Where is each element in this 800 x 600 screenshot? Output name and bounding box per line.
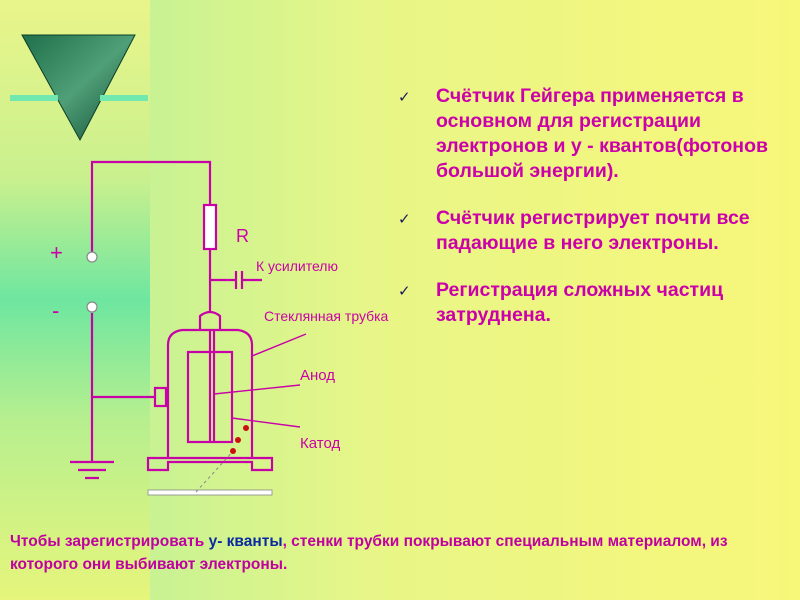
particle-trajectory: [195, 447, 237, 493]
checkmark-bullet-icon: ✓: [398, 210, 411, 228]
resistor: [202, 203, 218, 251]
terminal-minus: [86, 301, 98, 313]
checkmark-bullet-icon: ✓: [398, 88, 411, 106]
triangle-logo-icon: [21, 34, 136, 142]
tube-base: [146, 456, 274, 472]
background-main: [150, 0, 800, 600]
bullet-list: ✓ Счётчик Гейгера применяется в основном…: [398, 84, 788, 350]
bullet-item: ✓ Счётчик регистрирует почти все падающи…: [398, 206, 788, 256]
cathode-label: Катод: [300, 435, 340, 452]
bullet-item: ✓ Счётчик Гейгера применяется в основном…: [398, 84, 788, 184]
anode-label: Анод: [300, 367, 335, 384]
bullet-text: Счётчик Гейгера применяется в основном д…: [436, 85, 768, 182]
bullet-text: Регистрация сложных частиц затруднена.: [436, 279, 724, 326]
electron-dot: [230, 448, 236, 454]
terminal-plus: [86, 251, 98, 263]
pointer-cathode: [231, 417, 301, 428]
wire-minus-to-cathode: [90, 313, 156, 399]
minus-label: -: [52, 298, 59, 323]
footer-text-1: Чтобы зарегистрировать: [10, 533, 209, 550]
wire-top: [90, 160, 212, 255]
pointer-anode: [213, 384, 301, 395]
plus-label: +: [50, 240, 63, 265]
resistor-label: R: [236, 226, 249, 246]
cathode-contact: [153, 386, 168, 408]
footer-note: Чтобы зарегистрировать у- кванты, стенки…: [10, 530, 790, 576]
pointer-glass-tube: [251, 333, 307, 357]
checkmark-bullet-icon: ✓: [398, 282, 411, 300]
footer-text-2: , стенки трубки покрывают специальным ма…: [10, 533, 728, 573]
tube-top: [198, 310, 222, 330]
footer-highlight: у- кванты: [208, 533, 283, 550]
bullet-text: Счётчик регистрирует почти все падающие …: [436, 207, 750, 254]
electron-dot: [243, 425, 249, 431]
window-plate: [147, 489, 273, 496]
glass-tube-label: Стеклянная трубка: [264, 308, 389, 324]
bullet-item: ✓ Регистрация сложных частиц затруднена.: [398, 278, 788, 328]
electron-dot: [235, 437, 241, 443]
amplifier-label: К усилителю: [256, 258, 338, 274]
